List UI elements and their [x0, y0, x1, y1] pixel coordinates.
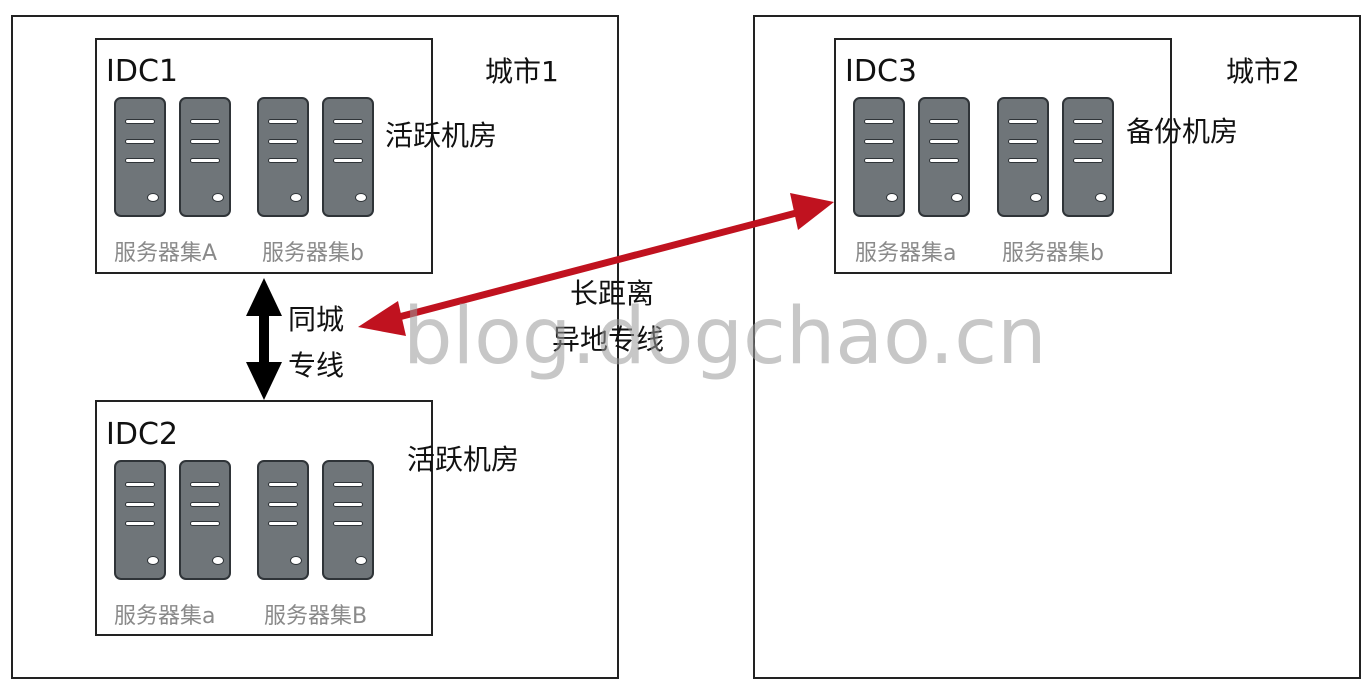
idc1-role-label: 活跃机房 [385, 119, 498, 152]
server-icon [322, 460, 374, 580]
city-1-label: 城市1 [485, 55, 559, 88]
idc2-box [95, 400, 433, 636]
idc3-label: IDC3 [845, 54, 917, 89]
same-city-link-label-1: 同城 [288, 303, 345, 336]
idc3-cluster-a-label: 服务器集a [855, 241, 957, 266]
idc2-label: IDC2 [106, 417, 178, 452]
long-distance-link-label-2: 异地专线 [552, 323, 665, 356]
server-icon [257, 97, 309, 217]
long-distance-link-label-1: 长距离 [570, 277, 655, 310]
idc1-cluster-a-label: 服务器集A [114, 241, 218, 266]
idc2-role-label: 活跃机房 [407, 443, 520, 476]
idc1-box [95, 38, 433, 274]
city-2-label: 城市2 [1226, 55, 1300, 88]
idc3-role-label: 备份机房 [1126, 115, 1239, 148]
same-city-link-label-2: 专线 [288, 349, 345, 382]
same-city-arrow [246, 278, 282, 400]
idc3-cluster-b-label: 服务器集b [1002, 241, 1104, 266]
server-icon [114, 97, 166, 217]
server-icon [179, 460, 231, 580]
server-icon [1062, 97, 1114, 217]
city-2-container [753, 15, 1361, 679]
idc3-box [834, 38, 1172, 274]
server-icon [853, 97, 905, 217]
server-icon [114, 460, 166, 580]
idc2-cluster-b-label: 服务器集B [264, 604, 368, 629]
server-icon [179, 97, 231, 217]
idc2-cluster-a-label: 服务器集a [114, 604, 216, 629]
server-icon [257, 460, 309, 580]
idc1-cluster-b-label: 服务器集b [262, 241, 364, 266]
server-icon [322, 97, 374, 217]
server-icon [997, 97, 1049, 217]
long-distance-arrow [358, 193, 834, 336]
server-icon [918, 97, 970, 217]
idc1-label: IDC1 [106, 54, 178, 89]
city-1-container [11, 15, 619, 679]
